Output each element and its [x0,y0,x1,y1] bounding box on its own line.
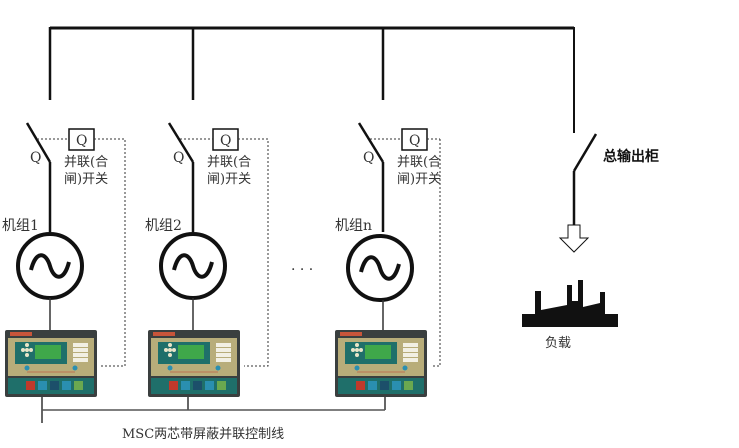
genset-unit-2: Q Q 并联(合 闸)开关 机组2 [145,27,269,410]
breaker-label-2: Q [173,150,184,166]
control-wire-1 [94,138,126,367]
controller-screen [365,345,391,359]
stop-button[interactable] [169,381,178,390]
breaker-blade-2[interactable] [167,122,195,163]
parallel-switch-caption-2b: 闸)开关 [207,172,251,187]
main-output-breaker: 总输出柜 [558,133,659,253]
controller-screen [35,345,61,359]
controller-screen [178,345,204,359]
control-line-label: MSC两芯带屏蔽并联控制线 [122,427,284,442]
genset-unit-n: Q Q 并联(合 闸)开关 机组n [335,27,441,410]
ac-wave-icon-2 [172,253,214,279]
ellipsis-more-units: · · · [291,262,313,278]
manual-button[interactable] [368,381,377,390]
breaker-blade-n[interactable] [357,122,385,163]
auto-button[interactable] [50,381,59,390]
control-wire-2 [238,138,269,367]
controller-brand-badge [10,332,32,336]
parallel-switch-label-n: Q [409,133,420,149]
start-button[interactable] [74,381,83,390]
start-button[interactable] [217,381,226,390]
test-button[interactable] [392,381,401,390]
auto-button[interactable] [193,381,202,390]
genset-name-n: 机组n [335,218,372,234]
stop-button[interactable] [356,381,365,390]
main-breaker-label: 总输出柜 [603,148,659,165]
breaker-blade-1[interactable] [25,122,52,163]
controller-2[interactable] [148,330,240,397]
breaker-label-n: Q [363,150,374,166]
test-button[interactable] [62,381,71,390]
controller-1[interactable] [5,330,97,397]
parallel-switch-label-1: Q [76,133,87,149]
genset-name-2: 机组2 [145,218,182,234]
load-label: 负载 [545,336,571,351]
down-arrow-icon [558,224,590,253]
manual-button[interactable] [38,381,47,390]
start-button[interactable] [404,381,413,390]
controller-n[interactable] [335,330,427,397]
parallel-switch-caption-na: 并联(合 [397,155,441,170]
main-breaker-blade[interactable] [572,133,598,172]
parallel-switch-caption-nb: 闸)开关 [397,172,441,187]
parallel-switch-caption-1b: 闸)开关 [64,172,108,187]
genset-name-1: 机组1 [2,218,39,234]
control-wire-n [432,139,441,367]
parallel-switch-label-2: Q [220,133,231,149]
parallel-switch-caption-2a: 并联(合 [207,155,251,170]
genset-unit-1: Q Q 并联(合 闸)开关 机组1 [2,27,126,423]
stop-button[interactable] [26,381,35,390]
msc-control-line [41,409,385,423]
ac-wave-icon-1 [29,253,71,279]
breaker-label-1: Q [30,150,41,166]
test-button[interactable] [205,381,214,390]
parallel-switch-caption-1a: 并联(合 [64,155,108,170]
auto-button[interactable] [380,381,389,390]
factory-icon [522,280,618,327]
ac-wave-icon-n [359,255,401,281]
manual-button[interactable] [181,381,190,390]
main-bus [50,26,575,133]
